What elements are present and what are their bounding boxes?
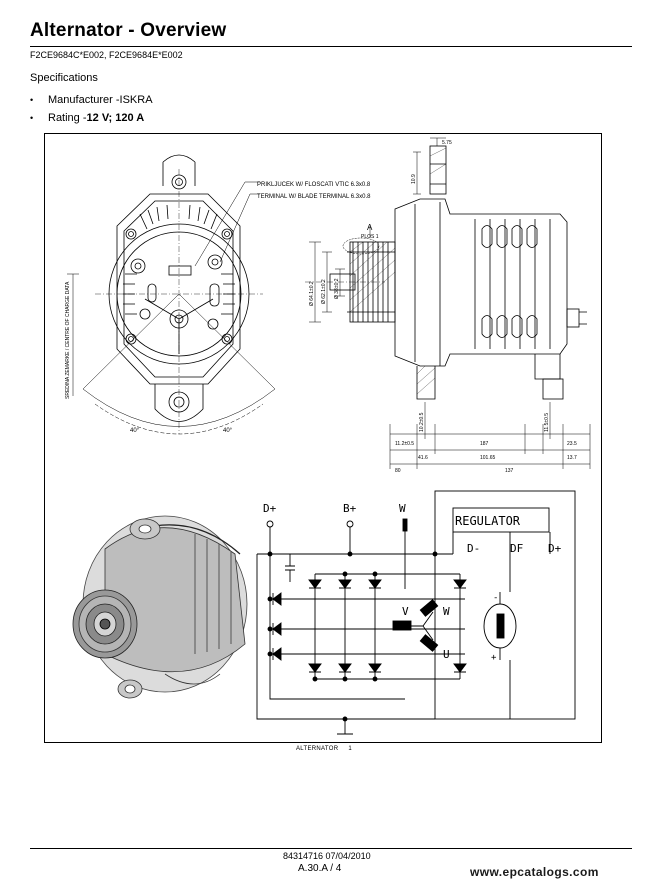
alternator-render xyxy=(72,515,248,699)
alternator-figure: PRIKLJUCEK W/ FLOSCATI VTIC 6.3x0.8 TERM… xyxy=(44,133,602,743)
watermark-link[interactable]: www.epcatalogs.com xyxy=(470,865,599,879)
bullet-icon: • xyxy=(30,95,34,105)
dim-bottom-5: 80 xyxy=(395,468,401,474)
spec-item-manufacturer: • Manufacturer - ISKRA xyxy=(30,91,153,109)
dim-bottom-7: 13.7 xyxy=(567,455,577,461)
spec-label: Rating - xyxy=(48,112,87,124)
document-reference: 84314716 07/04/2010 xyxy=(283,851,371,861)
phase-u-label: U xyxy=(443,648,450,661)
spec-label: Manufacturer - xyxy=(48,94,120,106)
drawing-note-1: PRIKLJUCEK W/ FLOSCATI VTIC 6.3x0.8 xyxy=(257,182,371,188)
regulator-terminal-d-plus: D+ xyxy=(548,542,562,555)
page-title: Alternator - Overview xyxy=(30,20,227,41)
wiring-schematic xyxy=(256,490,576,735)
phase-v-label: V xyxy=(402,605,409,618)
spec-item-rating: • Rating - 12 V; 120 A xyxy=(30,109,153,127)
footer-divider xyxy=(30,848,632,849)
terminal-w: W xyxy=(399,502,406,515)
header-divider xyxy=(30,46,632,47)
dim-bottom-3: 187 xyxy=(480,441,489,447)
figure-caption-number: 1 xyxy=(348,746,352,752)
dim-left-1: Ø 64.1±0.2 xyxy=(309,281,315,306)
field-plus-label: + xyxy=(491,653,497,663)
specifications-heading: Specifications xyxy=(30,72,98,84)
angle-right-label: 40° xyxy=(223,428,233,434)
view-label: A xyxy=(367,223,373,232)
dim-top-1: 5.75 xyxy=(442,140,452,146)
rotation-note: SREDINA ZEMARKE / CENTRE OF CHARGE DATA xyxy=(65,281,71,399)
phase-w-label: W xyxy=(443,605,450,618)
page-reference: A.30.A / 4 xyxy=(298,863,342,874)
dim-left-2: Ø 62.1±0.2 xyxy=(321,279,327,304)
spec-value: ISKRA xyxy=(119,94,153,106)
spec-list: • Manufacturer - ISKRA • Rating - 12 V; … xyxy=(30,91,153,127)
dim-bottom-2: 41.6 xyxy=(418,455,428,461)
side-view-drawing xyxy=(305,137,591,469)
dim-vertical-1: 10.2±0.5 xyxy=(419,412,425,432)
dim-vertical-2: 11.5±0.5 xyxy=(544,413,550,432)
model-codes: F2CE9684C*E002, F2CE9684E*E002 xyxy=(30,50,183,60)
regulator-terminal-d-minus: D- xyxy=(467,542,480,555)
terminal-b-plus: B+ xyxy=(343,502,357,515)
drawing-note-2: TERMINAL W/ BLADE TERMINAL 6.3x0.8 xyxy=(257,194,371,200)
view-sub-label: PLOS 1 xyxy=(361,234,379,240)
dim-left-3: Ø 38±0.2 xyxy=(334,278,340,299)
spec-value: 12 V; 120 A xyxy=(86,112,145,124)
dim-bottom-4: 101.65 xyxy=(480,455,496,461)
field-minus-label: - xyxy=(493,593,498,603)
regulator-terminal-df: DF xyxy=(510,542,523,555)
dim-bottom-6: 137 xyxy=(505,468,514,474)
figure-caption: ALTERNATOR 1 xyxy=(296,746,352,752)
dim-top-2: 10.9 xyxy=(411,174,417,184)
alternator-drawing: PRIKLJUCEK W/ FLOSCATI VTIC 6.3x0.8 TERM… xyxy=(65,137,591,735)
front-view-drawing xyxy=(67,154,276,435)
bullet-icon: • xyxy=(30,113,34,123)
regulator-label: REGULATOR xyxy=(455,514,521,528)
dim-bottom-8: 23.5 xyxy=(567,441,577,447)
dim-bottom-1: 11.2±0.5 xyxy=(395,441,414,447)
angle-left-label: 40° xyxy=(130,428,140,434)
terminal-d-plus: D+ xyxy=(263,502,277,515)
figure-caption-text: ALTERNATOR xyxy=(296,746,339,752)
